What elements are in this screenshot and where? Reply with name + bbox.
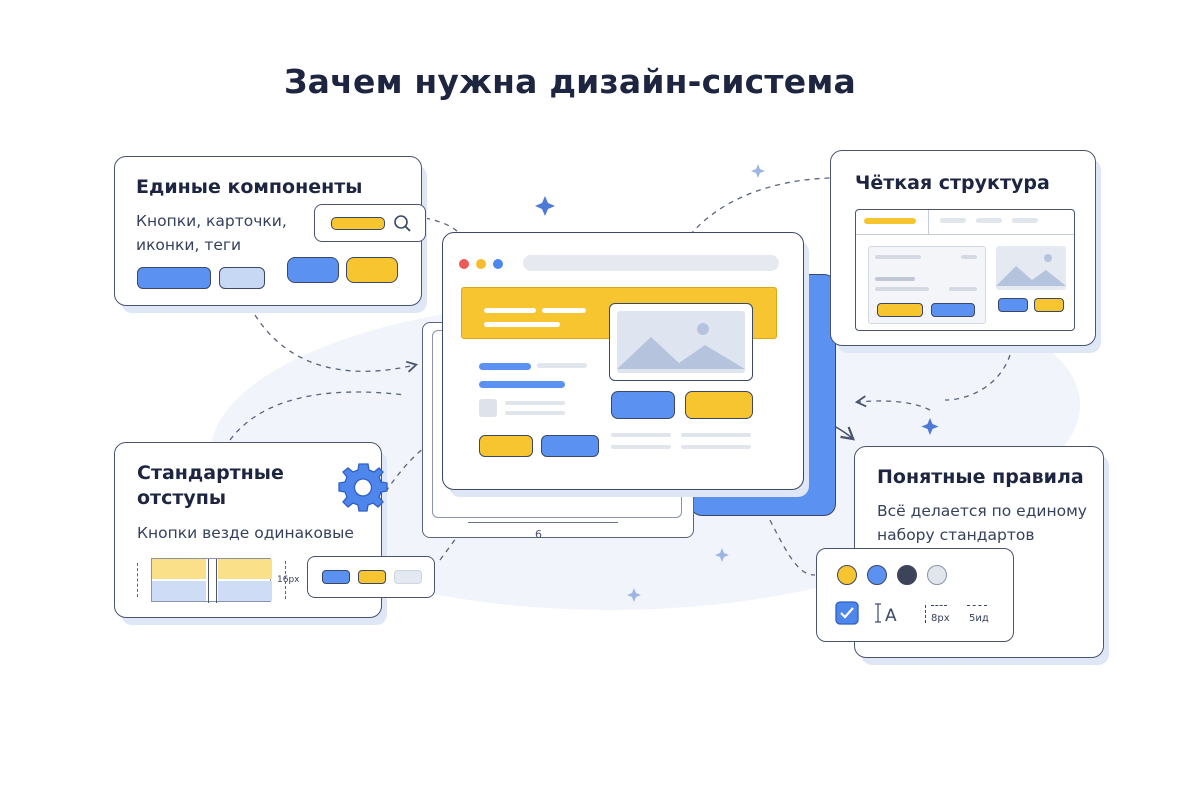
image-card	[609, 303, 753, 381]
content-line	[505, 411, 565, 415]
panel-button-yellow[interactable]	[877, 303, 923, 317]
color-swatch-light[interactable]	[927, 565, 947, 585]
grid-cell-yellow	[218, 559, 272, 579]
token-line	[931, 605, 947, 606]
card-heading: Единые компоненты	[136, 176, 363, 198]
image-placeholder-icon	[617, 311, 745, 373]
grid-cell-blue	[218, 581, 272, 601]
color-swatch-blue[interactable]	[867, 565, 887, 585]
color-swatch-dark[interactable]	[897, 565, 917, 585]
structure-panel-left	[868, 246, 986, 324]
panel-line	[875, 287, 929, 291]
footer-line	[681, 445, 751, 449]
gear-icon	[338, 463, 388, 512]
panel-button-blue[interactable]	[998, 298, 1028, 312]
structure-panel-right	[994, 246, 1068, 324]
panel-line	[875, 277, 915, 281]
spacing-label: 16px	[277, 575, 300, 585]
card-heading: Чёткая структура	[855, 172, 1050, 194]
panel-button-blue[interactable]	[931, 303, 975, 317]
card-description: Кнопки везде одинаковые	[137, 524, 354, 542]
window-dot-yellow	[476, 259, 486, 269]
token-size-label: 8px	[931, 613, 950, 624]
token-size-label: 5ид	[969, 613, 989, 624]
window-dot-red	[459, 259, 469, 269]
content-line	[505, 401, 565, 405]
text-style-icon: A	[875, 603, 897, 625]
token-line	[967, 605, 987, 606]
search-input[interactable]	[331, 217, 385, 230]
image-placeholder-icon	[996, 246, 1066, 290]
sample-button-primary[interactable]	[137, 267, 211, 289]
card-heading: Понятные правила	[877, 466, 1084, 488]
content-line	[537, 363, 587, 368]
panel-button-yellow[interactable]	[1034, 298, 1064, 312]
structure-mockup	[855, 209, 1075, 331]
button-set-component	[307, 556, 435, 598]
sample-button-yellow[interactable]	[346, 257, 398, 283]
nav-divider	[856, 234, 1074, 235]
set-button-gray[interactable]	[394, 570, 422, 584]
set-button-blue[interactable]	[322, 570, 350, 584]
spacing-marker	[137, 563, 138, 597]
address-bar[interactable]	[523, 255, 779, 271]
nav-item-active	[864, 218, 916, 224]
nav-item	[1012, 218, 1038, 223]
page-title: Зачем нужна дизайн-система	[284, 62, 856, 101]
grid-cell-yellow	[152, 559, 206, 579]
content-line-blue	[479, 381, 565, 388]
grid-gutter	[208, 559, 209, 603]
footer-line	[611, 433, 671, 437]
small-button-yellow[interactable]	[479, 435, 533, 457]
grid-gutter	[216, 559, 217, 603]
hero-text	[484, 322, 560, 327]
spacing-grid	[151, 558, 272, 603]
spacing-marker	[285, 561, 286, 599]
nav-item	[976, 218, 1002, 223]
panel-line	[949, 287, 977, 291]
set-button-yellow[interactable]	[358, 570, 386, 584]
search-component	[314, 204, 426, 242]
measure-label: 6	[535, 528, 542, 541]
design-tokens-panel: A 8px 5ид	[816, 548, 1014, 642]
token-line	[925, 605, 927, 623]
main-button-blue[interactable]	[611, 391, 675, 419]
window-dot-blue	[493, 259, 503, 269]
nav-divider-vertical	[928, 210, 929, 234]
nav-item	[940, 218, 966, 223]
measure-line	[468, 522, 618, 523]
small-button-blue[interactable]	[541, 435, 599, 457]
card-clear-structure: Чёткая структура	[830, 150, 1096, 346]
browser-window	[442, 232, 804, 490]
card-heading: Стандартные отступы	[137, 462, 284, 509]
card-description: Кнопки, карточки, иконки, теги	[136, 212, 287, 255]
color-swatch-yellow[interactable]	[837, 565, 857, 585]
content-line-blue	[479, 363, 531, 370]
search-icon[interactable]	[393, 214, 413, 234]
hero-text	[542, 308, 586, 313]
hero-text	[484, 308, 536, 313]
svg-text:A: A	[885, 606, 897, 625]
checkbox-icon[interactable]	[835, 601, 859, 625]
footer-line	[681, 433, 751, 437]
panel-line	[961, 255, 977, 259]
main-button-yellow[interactable]	[685, 391, 753, 419]
avatar-placeholder	[479, 399, 497, 417]
sample-button-blue[interactable]	[287, 257, 339, 283]
sample-button-secondary[interactable]	[219, 267, 265, 289]
grid-cell-blue	[152, 581, 206, 601]
panel-line	[875, 255, 921, 259]
footer-line	[611, 445, 671, 449]
card-description: Всё делается по единому набору стандарто…	[877, 502, 1087, 545]
